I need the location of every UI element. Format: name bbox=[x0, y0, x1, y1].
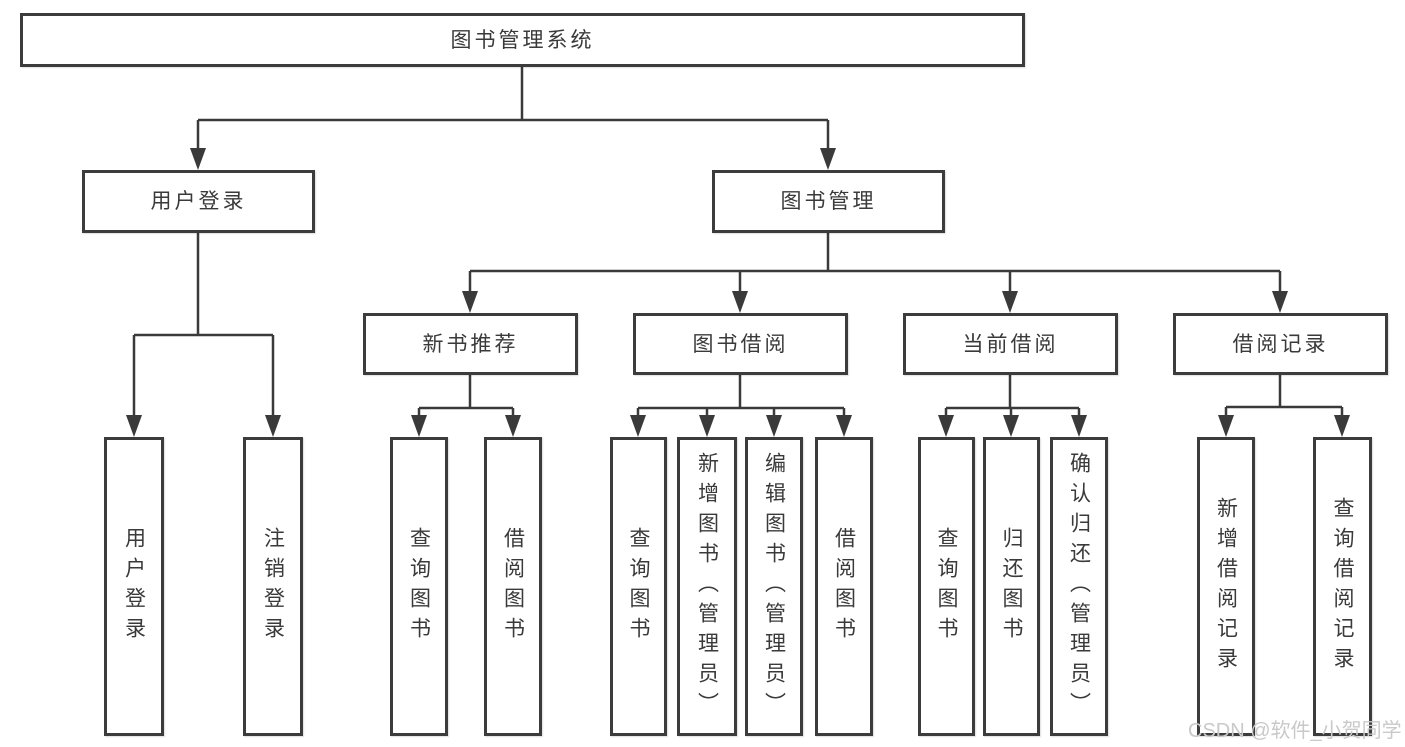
node-label: 新增借阅记录 bbox=[1214, 496, 1238, 677]
leaf-user-login: 用户登录 bbox=[104, 437, 164, 736]
node-label: 新增图书（管理员） bbox=[695, 451, 719, 722]
arrowhead bbox=[766, 415, 782, 437]
connector-current-split bbox=[944, 375, 1081, 418]
arrowhead bbox=[1272, 291, 1288, 313]
leaf-add-borrow-record: 新增借阅记录 bbox=[1197, 437, 1255, 736]
arrowhead bbox=[630, 415, 646, 437]
arrowhead bbox=[1218, 415, 1234, 437]
node-label: 查询图书 bbox=[407, 526, 431, 647]
arrowhead bbox=[1334, 415, 1350, 437]
connector-bookmgmt-split bbox=[468, 233, 1282, 293]
connector-login-split bbox=[132, 233, 275, 418]
connector-borrow-split bbox=[636, 375, 846, 418]
arrowhead bbox=[126, 415, 142, 437]
node-label: 用户登录 bbox=[150, 190, 247, 213]
leaf-edit-books-admin: 编辑图书（管理员） bbox=[745, 437, 803, 736]
node-user-login: 用户登录 bbox=[82, 170, 315, 233]
node-label: 编辑图书（管理员） bbox=[762, 451, 786, 722]
node-label: 用户登录 bbox=[122, 526, 146, 647]
connector-root-split bbox=[196, 67, 830, 150]
arrowhead bbox=[699, 415, 715, 437]
node-label: 查询借阅记录 bbox=[1331, 496, 1354, 677]
arrowhead bbox=[1003, 415, 1019, 437]
arrowhead bbox=[820, 148, 836, 170]
leaf-query-books-2: 查询图书 bbox=[610, 437, 667, 736]
connector-newbook-split bbox=[417, 375, 515, 418]
node-borrow-records: 借阅记录 bbox=[1173, 313, 1388, 375]
arrowhead bbox=[462, 291, 478, 313]
leaf-add-books-admin: 新增图书（管理员） bbox=[677, 437, 737, 736]
arrowhead bbox=[411, 415, 427, 437]
leaf-query-borrow-record: 查询借阅记录 bbox=[1313, 437, 1372, 736]
leaf-borrow-books-2: 借阅图书 bbox=[815, 437, 873, 736]
arrowhead bbox=[1002, 291, 1018, 313]
node-label: 注销登录 bbox=[261, 526, 285, 647]
arrowhead bbox=[732, 291, 748, 313]
node-label: 归还图书 bbox=[1000, 526, 1023, 647]
node-label: 借阅图书 bbox=[832, 526, 856, 647]
node-label: 当前借阅 bbox=[962, 332, 1059, 356]
leaf-confirm-return-admin: 确认归还（管理员） bbox=[1050, 437, 1108, 736]
node-new-book-recommend: 新书推荐 bbox=[363, 313, 578, 375]
node-label: 查询图书 bbox=[935, 526, 958, 647]
leaf-query-books-1: 查询图书 bbox=[390, 437, 448, 736]
csdn-watermark: CSDN @软件_小贺同学 bbox=[1188, 720, 1402, 742]
connector-records-split bbox=[1224, 375, 1344, 418]
node-current-borrow: 当前借阅 bbox=[903, 313, 1118, 375]
arrowheads bbox=[126, 148, 1350, 437]
node-label: 新书推荐 bbox=[422, 332, 519, 356]
node-label: 确认归还（管理员） bbox=[1067, 451, 1091, 722]
node-label: 查询图书 bbox=[627, 526, 650, 647]
arrowhead bbox=[190, 148, 206, 170]
arrowhead bbox=[505, 415, 521, 437]
arrowhead bbox=[938, 415, 954, 437]
arrowhead bbox=[1071, 415, 1087, 437]
arrowhead bbox=[265, 415, 281, 437]
node-book-management: 图书管理 bbox=[712, 170, 945, 233]
node-label: 图书管理 bbox=[780, 190, 877, 213]
node-label: 图书借阅 bbox=[692, 332, 789, 356]
leaf-return-books: 归还图书 bbox=[983, 437, 1040, 736]
node-book-borrow: 图书借阅 bbox=[633, 313, 848, 375]
node-library-system: 图书管理系统 bbox=[20, 13, 1025, 67]
leaf-borrow-books-1: 借阅图书 bbox=[484, 437, 542, 736]
leaf-logout: 注销登录 bbox=[243, 437, 303, 736]
arrowhead bbox=[836, 415, 852, 437]
node-label: 图书管理系统 bbox=[450, 28, 595, 52]
leaf-query-books-3: 查询图书 bbox=[918, 437, 975, 736]
node-label: 借阅记录 bbox=[1232, 332, 1329, 356]
node-label: 借阅图书 bbox=[501, 526, 525, 647]
